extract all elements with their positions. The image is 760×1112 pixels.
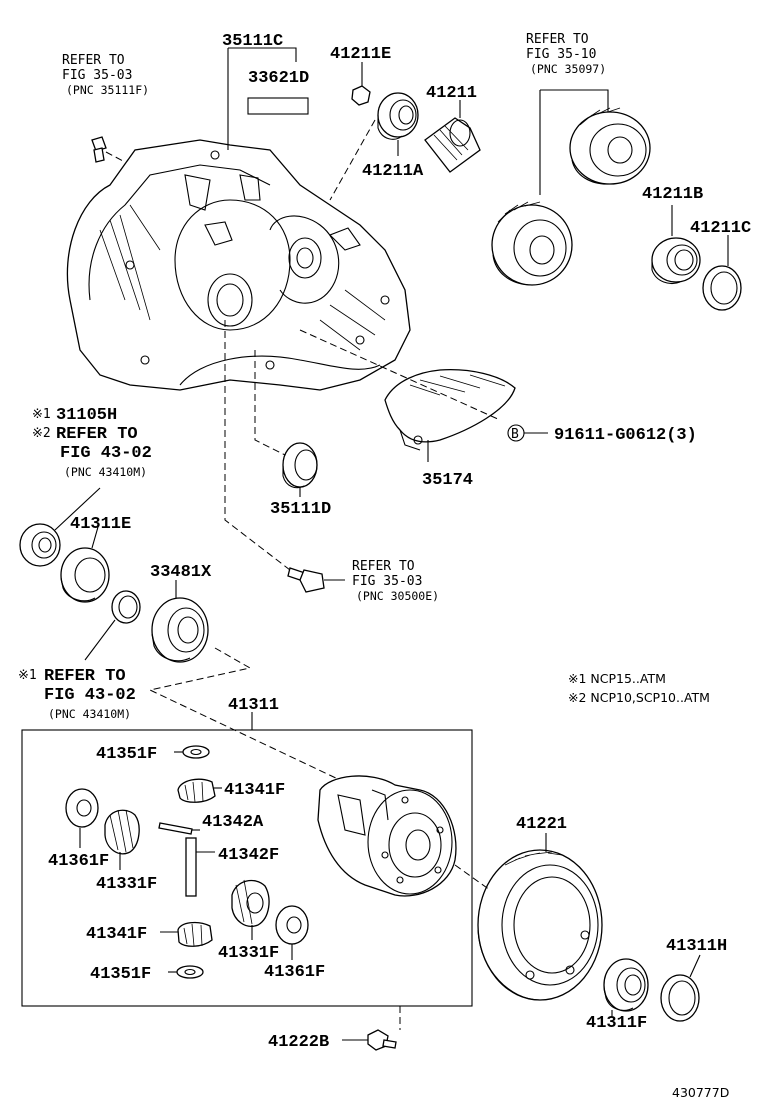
label-41331f-left: 41331F <box>96 875 157 894</box>
part-41331f-gear-left <box>104 809 140 855</box>
ref4-line1: REFER TO <box>352 559 415 574</box>
label-41221: 41221 <box>516 815 567 834</box>
label-41342f: 41342F <box>218 846 279 865</box>
label-33621d: 33621D <box>248 69 309 88</box>
ref5-line3: (PNC 43410M) <box>48 707 131 721</box>
label-35111c: 35111C <box>222 32 283 51</box>
label-41342a: 41342A <box>202 813 264 832</box>
ref3-line1: REFER TO <box>56 425 138 444</box>
differential-assembly-box <box>21 729 473 1007</box>
part-41361f-washer-right <box>275 905 309 945</box>
ref2-line3: (PNC 35097) <box>530 62 606 76</box>
ref2-line2: FIG 35-10 <box>526 47 596 62</box>
part-33481x-bearing <box>151 597 209 663</box>
label-41211c: 41211C <box>690 219 751 238</box>
part-41351f-washer-bottom <box>176 965 204 979</box>
part-41211e-nut <box>351 85 371 106</box>
part-41211a-bearing <box>377 92 419 140</box>
leader-ref1 <box>105 151 126 163</box>
ref4-line3: (PNC 30500E) <box>356 589 439 603</box>
label-41361f-right: 41361F <box>264 963 325 982</box>
part-41311e-bearing <box>60 547 110 603</box>
part-41342a-pin <box>158 822 193 835</box>
gear-upper <box>569 107 651 185</box>
part-41211c-ring <box>702 265 742 311</box>
ref1-line1: REFER TO <box>62 53 125 68</box>
label-41341f-top: 41341F <box>224 781 285 800</box>
part-35174-cover <box>384 369 516 451</box>
label-41211e: 41211E <box>330 45 391 64</box>
label-41341f-bottom: 41341F <box>86 925 147 944</box>
ref4-line2: FIG 35-03 <box>352 574 422 589</box>
label-33481x: 33481X <box>150 563 212 582</box>
label-41361f-left: 41361F <box>48 852 109 871</box>
note-2: ※2 NCP10,SCP10..ATM <box>568 690 710 705</box>
label-41351f-top: 41351F <box>96 745 157 764</box>
part-41342f-shaft <box>185 837 197 897</box>
ref5-line2: FIG 43-02 <box>44 686 136 705</box>
part-41311h-ring <box>660 974 700 1022</box>
label-41311: 41311 <box>228 696 279 715</box>
label-41331f-right: 41331F <box>218 944 279 963</box>
ref5-mark: ※1 <box>18 668 37 683</box>
differential-case <box>317 775 457 897</box>
ref1-line2: FIG 35-03 <box>62 68 132 83</box>
ref1-line3: (PNC 35111F) <box>66 83 149 97</box>
part-41221-ring-gear <box>477 849 603 1001</box>
ref3-line2: FIG 43-02 <box>60 444 152 463</box>
label-41222b: 41222B <box>268 1033 329 1052</box>
part-41211b-bearing <box>651 237 701 285</box>
part-41341f-pinion-bottom <box>177 921 213 947</box>
transmission-case <box>66 139 411 391</box>
ref3-mark: ※2 <box>32 426 51 441</box>
part-35111d-seal <box>282 442 318 489</box>
figure-id: 430777D <box>672 1085 729 1100</box>
part-33621d-plate <box>247 97 309 115</box>
label-31105h: 31105H <box>56 406 117 425</box>
label-41211: 41211 <box>426 84 477 103</box>
part-41341f-pinion-top <box>177 778 216 803</box>
part-ring-small <box>111 590 141 624</box>
note-1: ※1 NCP15..ATM <box>568 671 666 686</box>
part-41331f-gear-right <box>231 879 270 927</box>
part-41351f-washer-top <box>182 745 210 759</box>
label-35111d: 35111D <box>270 500 331 519</box>
label-91611: 91611-G0612(3) <box>554 426 697 445</box>
part-41361f-washer-left <box>65 788 99 828</box>
leader-35111c <box>227 47 297 150</box>
label-41311e: 41311E <box>70 515 131 534</box>
ref3-line3: (PNC 43410M) <box>64 465 147 479</box>
part-41311f-bearing <box>603 958 649 1012</box>
part-41222b-bolt <box>367 1029 397 1051</box>
label-41211b: 41211B <box>642 185 703 204</box>
label-41351f-bottom: 41351F <box>90 965 151 984</box>
label-41211a: 41211A <box>362 162 424 181</box>
part-41211-shaft <box>424 117 481 173</box>
bolt-30500e <box>287 567 325 593</box>
mark-1: ※1 <box>32 407 51 422</box>
part-31105h-bearing <box>19 523 61 567</box>
label-41311h: 41311H <box>666 937 727 956</box>
ref2-line1: REFER TO <box>526 32 589 47</box>
bolt-marker-b-label: B <box>511 427 519 442</box>
bolt-35111f <box>91 136 107 163</box>
label-35174: 35174 <box>422 471 473 490</box>
label-41311f: 41311F <box>586 1014 647 1033</box>
ref5-line1: REFER TO <box>44 667 126 686</box>
gear-lower <box>491 201 573 286</box>
